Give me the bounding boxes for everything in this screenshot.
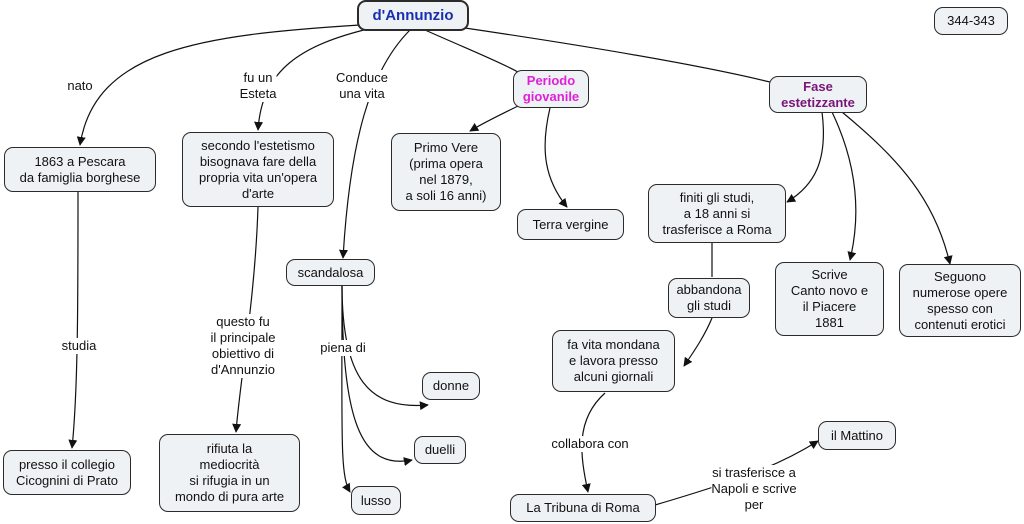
node-estetismo[interactable]: secondo l'estetismo bisognava fare della… [182,132,334,207]
link-root-conduce [338,29,411,259]
root-node-dannunzio[interactable]: d'Annunzio [357,0,469,31]
link-scandalosa-duelli [341,284,413,466]
node-mattino[interactable]: il Mattino [818,421,896,450]
node-terra-vergine[interactable]: Terra vergine [517,209,624,240]
link-label-conduce: Conduce una vita [335,70,389,102]
node-vita-mondana[interactable]: fa vita mondana e lavora presso alcuni g… [552,330,675,392]
link-periodo-primovere [469,105,519,132]
node-finiti-studi[interactable]: finiti gli studi, a 18 anni si trasferis… [648,184,786,243]
node-scandalosa[interactable]: scandalosa [286,259,375,286]
node-fase-estetizzante[interactable]: Fase estetizzante [769,76,867,113]
node-scrive-canto-novo[interactable]: Scrive Canto novo e il Piacere 1881 [775,262,884,336]
link-scandalosa-lusso [341,284,351,493]
link-fase-seguono [841,111,953,265]
node-periodo-giovanile[interactable]: Periodo giovanile [513,70,589,108]
link-root-nato [76,24,361,146]
link-scandalosa-donne [341,284,429,411]
link-label-nato: nato [67,78,93,94]
node-abbandona[interactable]: abbandona gli studi [668,278,750,318]
node-donne[interactable]: donne [422,372,480,400]
link-abbandona-mondana [683,317,713,367]
page-reference-badge: 344-343 [934,7,1008,35]
link-label-esteta: fu un Esteta [239,70,277,102]
link-root-periodo [424,29,519,73]
node-tribuna-roma[interactable]: La Tribuna di Roma [510,494,656,522]
link-label-collabora: collabora con [551,436,629,452]
node-primo-vere[interactable]: Primo Vere (prima opera nel 1879, a soli… [391,133,501,211]
link-label-studia: studia [61,338,97,354]
node-rifiuta[interactable]: rifiuta la mediocrità si rifugia in un m… [159,434,300,512]
link-pescara-collegio [68,191,79,449]
link-fase-finiti [786,111,825,203]
link-periodo-terra [544,107,568,208]
link-label-obiettivo: questo fu il principale obiettivo di d'A… [210,314,276,378]
node-pescara[interactable]: 1863 a Pescara da famiglia borghese [4,147,156,192]
link-fase-scrive [831,111,857,261]
link-root-esteta [254,27,373,131]
node-duelli[interactable]: duelli [414,436,466,464]
node-seguono-opere[interactable]: Seguono numerose opere spesso con conten… [899,264,1021,337]
link-root-fase [464,27,771,83]
link-label-napoli: si trasferisce a Napoli e scrive per [711,465,797,513]
node-collegio[interactable]: presso il collegio Cicognini di Prato [3,450,131,495]
link-label-piena-di: piena di [320,340,366,356]
node-lusso[interactable]: lusso [351,486,401,515]
